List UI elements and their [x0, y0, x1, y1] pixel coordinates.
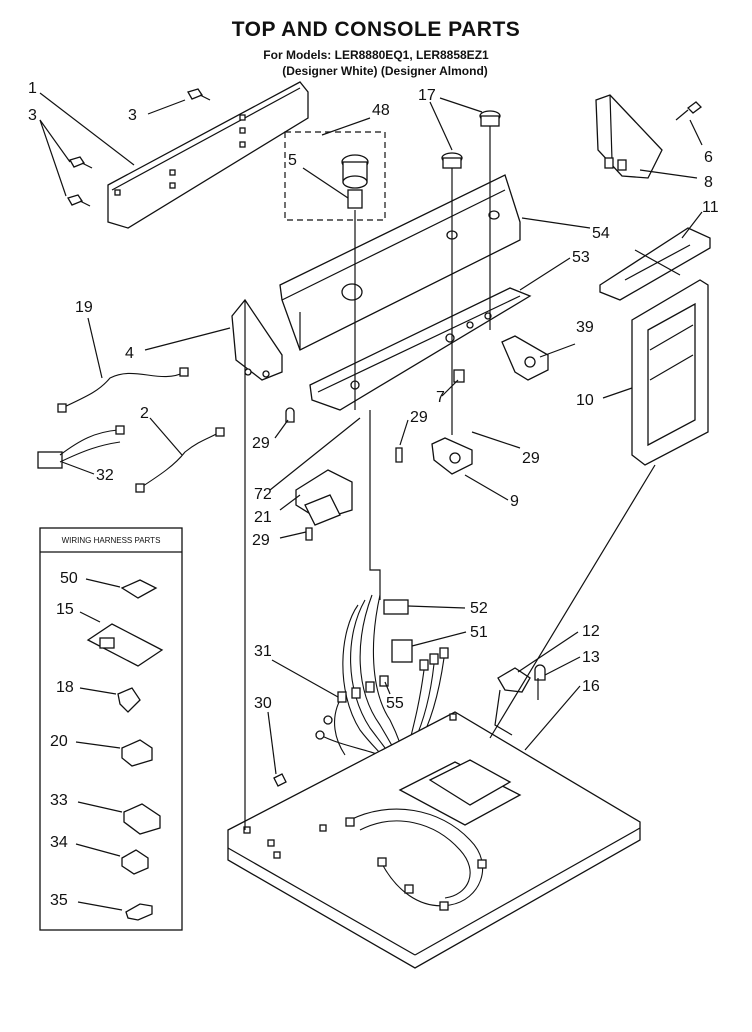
part-3-screws	[67, 88, 211, 207]
harness-box-title: WIRING HARNESS PARTS	[62, 536, 161, 545]
callout-5: 5	[288, 152, 297, 169]
callout-51: 51	[470, 624, 488, 641]
callout-1: 1	[28, 80, 37, 97]
main-wiring-harness	[315, 594, 449, 776]
callout-29b: 29	[410, 409, 428, 426]
part-11-lid	[599, 227, 711, 301]
callout-52: 52	[470, 600, 488, 617]
part-21-timer	[285, 407, 403, 541]
callout-35: 35	[50, 892, 68, 909]
callout-12: 12	[582, 623, 600, 640]
callout-4: 4	[125, 345, 134, 362]
callout-21: 21	[254, 509, 272, 526]
callout-7: 7	[436, 389, 445, 406]
part-10-frame	[631, 279, 709, 466]
callout-2: 2	[140, 405, 149, 422]
callout-3b: 3	[128, 107, 137, 124]
model-colors: (Designer White) (Designer Almond)	[282, 64, 488, 78]
callout-39: 39	[576, 319, 594, 336]
part-17-knobs	[441, 110, 501, 169]
callout-30: 30	[254, 695, 272, 712]
part-1-bracket	[107, 81, 309, 229]
callout-10: 10	[576, 392, 594, 409]
callout-17: 17	[418, 87, 436, 104]
diagram-title: TOP AND CONSOLE PARTS	[231, 18, 521, 41]
callout-15: 15	[56, 601, 74, 618]
callout-13: 13	[582, 649, 600, 666]
callout-33: 33	[50, 792, 68, 809]
callout-16: 16	[582, 678, 600, 695]
callout-19: 19	[75, 299, 93, 316]
leader-lines	[39, 92, 703, 775]
callout-29c: 29	[522, 450, 540, 467]
callout-54: 54	[592, 225, 610, 242]
callout-50: 50	[60, 570, 78, 587]
callout-53: 53	[572, 249, 590, 266]
callout-29a: 29	[252, 435, 270, 452]
callout-8: 8	[704, 174, 713, 191]
callout-18: 18	[56, 679, 74, 696]
part-19-2-32-harnesses	[37, 367, 225, 493]
callout-55: 55	[386, 695, 404, 712]
callout-29d: 29	[252, 532, 270, 549]
part-7-9-components	[431, 369, 473, 475]
callout-labels: 1 3 3 48 5 17 6 8 54 11 53 19 4 39 10 2 …	[28, 80, 719, 712]
callout-48: 48	[372, 102, 390, 119]
callout-32: 32	[96, 467, 114, 484]
callout-6: 6	[704, 149, 713, 166]
part-16-top-panel	[227, 711, 641, 969]
part-4-endcap	[231, 298, 283, 381]
wiring-harness-box: WIRING HARNESS PARTS 50 15 18 20 33 34 3…	[39, 527, 183, 931]
callout-31: 31	[254, 643, 272, 660]
part-48-dashed-box	[284, 131, 386, 221]
callout-3a: 3	[28, 107, 37, 124]
model-numbers: For Models: LER8880EQ1, LER8858EZ1	[263, 48, 489, 62]
callout-9: 9	[510, 493, 519, 510]
part-8-endcap	[595, 94, 702, 179]
callout-72: 72	[254, 486, 272, 503]
callout-11: 11	[702, 199, 719, 216]
part-39-switch	[501, 335, 549, 381]
callout-34: 34	[50, 834, 68, 851]
callout-20: 20	[50, 733, 68, 750]
part-30-clip	[273, 773, 287, 787]
guide-lines	[244, 126, 656, 830]
